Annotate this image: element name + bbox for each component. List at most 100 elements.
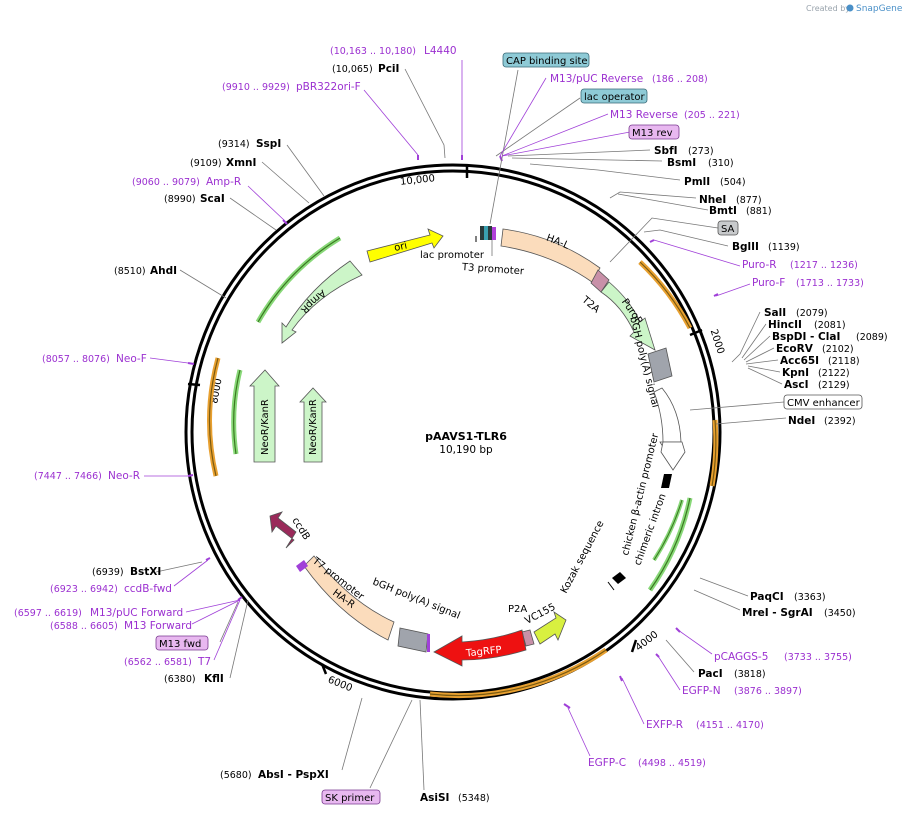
feature-ccdb[interactable]: ccdB — [269, 511, 312, 549]
lead-asci — [747, 367, 783, 385]
feature-lac-promoter[interactable]: lac promoter T3 promoter — [420, 226, 525, 277]
plead-pcaggs — [677, 629, 713, 655]
primer-m13fwd[interactable]: M13 Forward — [124, 620, 192, 632]
primer-pbr322-pos: (9910 .. 9929) — [222, 82, 290, 93]
site-sbfi[interactable]: SbfI — [654, 145, 678, 157]
cap-binding-box[interactable] — [502, 52, 590, 68]
site-nhei[interactable]: NheI — [699, 194, 726, 206]
site-bstxi[interactable]: BstXI — [130, 566, 161, 578]
orange-arcs — [207, 260, 719, 699]
site-mrei-sgrai-pos: (3450) — [824, 608, 856, 619]
site-ecorv[interactable]: EcoRV — [776, 343, 814, 355]
site-xmni[interactable]: XmnI — [226, 157, 256, 169]
primer-puror[interactable]: Puro-R — [742, 259, 777, 271]
kozak-block — [612, 572, 626, 584]
orange-arc-neo-line — [209, 357, 219, 477]
primer-neor[interactable]: Neo-R — [108, 470, 140, 482]
primer-purof[interactable]: Puro-F — [752, 277, 785, 289]
site-pmli-pos: (504) — [720, 177, 746, 188]
primer-egfpn[interactable]: EGFP-N — [682, 685, 721, 697]
m13-fwd-box[interactable] — [155, 635, 209, 651]
site-sali[interactable]: SalI — [764, 307, 786, 319]
lead-bspdi — [743, 335, 771, 361]
site-ndei[interactable]: NdeI — [788, 415, 815, 427]
cap-site-block — [484, 226, 488, 240]
site-bspdi-clai[interactable]: BspDI - ClaI — [772, 331, 840, 343]
lead-kfli — [229, 599, 249, 679]
primer-neor-pos: (7447 .. 7466) — [34, 471, 102, 482]
primer-m13fwd-pos: (6588 .. 6605) — [50, 621, 118, 632]
cmv-enhancer-box[interactable] — [783, 394, 863, 410]
annotation-boxes: CAP binding site lac operator M13 rev SA… — [155, 52, 863, 805]
site-acc65i[interactable]: Acc65I — [780, 355, 819, 367]
feature-ori[interactable]: ori — [366, 228, 444, 263]
site-scai-pos: (8990) — [164, 194, 196, 205]
primer-pcaggs[interactable]: pCAGGS-5 — [714, 651, 768, 663]
site-absi-pspxi[interactable]: AbsI - PspXI — [258, 769, 329, 781]
primer-m13puc-rev[interactable]: M13/pUC Reverse — [550, 73, 643, 85]
lead-bstxi — [155, 561, 203, 573]
primer-ampr-pos: (9060 .. 9079) — [132, 177, 200, 188]
site-asci[interactable]: AscI — [784, 379, 809, 391]
primer-ampr[interactable]: Amp-R — [206, 176, 241, 188]
site-sspi-pos: (9314) — [218, 139, 250, 150]
feature-label-kozak: Kozak sequence — [559, 519, 607, 595]
plead-neof — [149, 357, 189, 364]
primer-m13puc-fwd[interactable]: M13/pUC Forward — [90, 607, 183, 619]
site-mrei-sgrai[interactable]: MreI - SgrAI — [742, 607, 813, 619]
lead-acc65i — [745, 359, 779, 365]
site-sspi[interactable]: SspI — [256, 138, 281, 150]
site-asisi-pos: (5348) — [458, 793, 490, 804]
feature-label-neor-outer: NeoR/KanR — [260, 399, 271, 455]
primer-m13rev[interactable]: M13 Reverse — [610, 109, 678, 121]
sa-box[interactable] — [717, 220, 739, 236]
site-bmti-pos: (881) — [746, 206, 772, 217]
primer-leaders — [144, 60, 751, 757]
primer-exfpr[interactable]: EXFP-R — [646, 719, 683, 731]
primer-t7[interactable]: T7 — [197, 656, 211, 668]
site-bsmi[interactable]: BsmI — [667, 157, 696, 169]
lead-cmv — [689, 401, 785, 411]
site-kpni-pos: (2122) — [818, 368, 850, 379]
feature-label-neor-inner: NeoR/KanR — [308, 399, 319, 455]
primer-pbr322[interactable]: pBR322ori-F — [296, 81, 361, 93]
lead-paci — [665, 639, 695, 673]
site-paqci[interactable]: PaqCI — [750, 591, 784, 603]
feature-bgh-polya-2[interactable]: bGH poly(A) signal — [371, 577, 462, 653]
feature-t2a[interactable]: T2A — [579, 269, 610, 316]
site-bmti[interactable]: BmtI — [709, 205, 737, 217]
primer-neof[interactable]: Neo-F — [116, 353, 147, 365]
feature-tagrfp[interactable]: TagRFP — [433, 629, 527, 667]
site-kfli[interactable]: KflI — [204, 673, 224, 685]
feature-cmv-enhancer[interactable] — [653, 387, 686, 471]
primer-ccdb[interactable]: ccdB-fwd — [124, 583, 172, 595]
feature-neor-outer[interactable]: NeoR/KanR — [249, 369, 280, 463]
site-sali-pos: (2079) — [796, 308, 828, 319]
lac-operator-box[interactable] — [580, 88, 648, 104]
sk-primer-box[interactable] — [321, 789, 381, 805]
site-hincii[interactable]: HincII — [768, 319, 802, 331]
site-scai[interactable]: ScaI — [200, 193, 225, 205]
site-bglii[interactable]: BglII — [732, 241, 759, 253]
site-pcii[interactable]: PciI — [378, 63, 399, 75]
site-bstxi-pos: (6939) — [92, 567, 124, 578]
lead-ahdi — [179, 269, 227, 299]
m13-rev-box[interactable] — [628, 124, 680, 140]
site-paci[interactable]: PacI — [698, 668, 723, 680]
lead-hincii — [741, 323, 767, 359]
feature-kozak[interactable]: Kozak sequence — [559, 519, 626, 595]
plead-purof — [715, 283, 751, 297]
site-pmli[interactable]: PmlI — [684, 176, 710, 188]
feature-neor-inner[interactable]: NeoR/KanR — [299, 387, 327, 463]
orange-arc-rfp-line — [429, 649, 607, 697]
site-kpni[interactable]: KpnI — [782, 367, 809, 379]
feature-puror[interactable]: PuroR — [600, 281, 656, 351]
site-asisi[interactable]: AsiSI — [420, 792, 449, 804]
site-paci-pos: (3818) — [734, 669, 766, 680]
lead-paqci — [699, 577, 749, 597]
primer-l4440-pos: (10,163 .. 10,180) — [330, 46, 416, 57]
site-ahdi[interactable]: AhdI — [150, 265, 177, 277]
primer-egfpc[interactable]: EGFP-C — [588, 757, 626, 769]
primer-l4440[interactable]: L4440 — [424, 45, 457, 57]
feature-label-t2a: T2A — [579, 294, 602, 316]
